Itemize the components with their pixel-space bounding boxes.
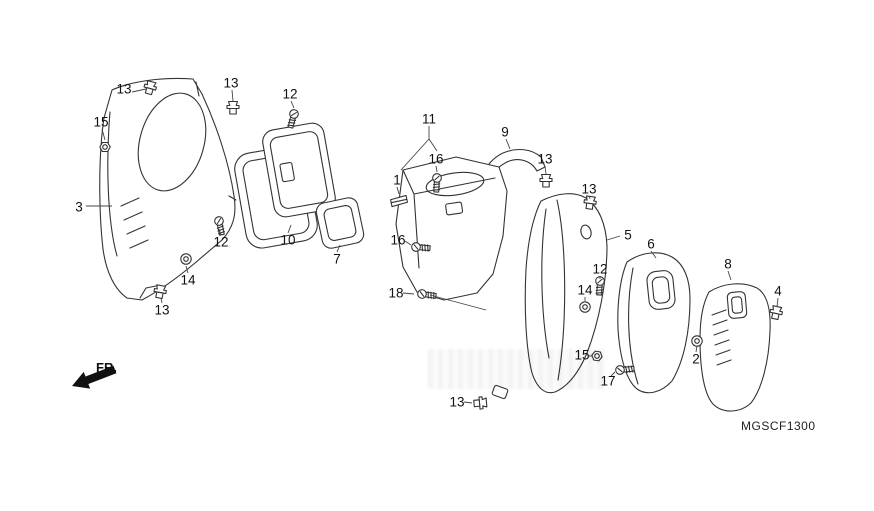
diagram-code: MGSCF1300 xyxy=(741,419,816,433)
grommet-icon xyxy=(180,253,192,265)
part-callout: 16 xyxy=(390,232,406,248)
part-1-bracket xyxy=(390,194,408,208)
part-callout: 2 xyxy=(692,351,700,367)
nut-icon xyxy=(590,350,604,362)
clip-icon xyxy=(472,395,488,411)
fr-arrow-icon xyxy=(72,365,117,389)
part-callout: 10 xyxy=(280,232,296,248)
part-callout: 13 xyxy=(223,75,239,91)
part-callout: 17 xyxy=(600,373,616,389)
part-callout: 11 xyxy=(421,111,437,127)
part-callout: 18 xyxy=(388,285,404,301)
part-callout: 13 xyxy=(116,81,132,97)
part-callout: 12 xyxy=(213,234,229,250)
part-callout: 3 xyxy=(75,199,83,215)
clip-icon xyxy=(226,100,240,115)
part-callout: 14 xyxy=(180,272,196,288)
part-callout: 16 xyxy=(428,151,444,167)
part-callout: 15 xyxy=(93,114,109,130)
nut-icon xyxy=(99,141,111,153)
part-callout: 13 xyxy=(537,151,553,167)
part-callout: 8 xyxy=(724,256,732,272)
grommet-icon xyxy=(691,335,703,347)
part-callout: 13 xyxy=(581,181,597,197)
clip-icon xyxy=(768,304,784,321)
part-callout: 14 xyxy=(577,282,593,298)
part-callout: 12 xyxy=(592,261,608,277)
part-callout: 4 xyxy=(774,283,782,299)
clip-icon xyxy=(539,173,553,188)
leader-lines xyxy=(86,88,779,404)
part-11-inner-box xyxy=(395,156,508,301)
part-5-side-cover xyxy=(491,193,608,400)
part-8-cover xyxy=(699,283,771,412)
grommet-icon xyxy=(579,301,591,313)
part-callout: 9 xyxy=(501,124,509,140)
part-7-small-lid xyxy=(315,197,365,249)
part-6-cover xyxy=(617,252,691,394)
part-callout: 15 xyxy=(574,347,590,363)
part-callout: 6 xyxy=(647,236,655,252)
part-3-front-side-cover xyxy=(99,77,237,301)
part-callout: 5 xyxy=(624,227,632,243)
part-callout: 7 xyxy=(333,251,341,267)
part-callout: 13 xyxy=(449,394,465,410)
fr-direction-label: FR. xyxy=(96,360,117,375)
part-callout: 1 xyxy=(393,172,401,188)
part-callout: 13 xyxy=(154,302,170,318)
part-callout: 12 xyxy=(282,86,298,102)
